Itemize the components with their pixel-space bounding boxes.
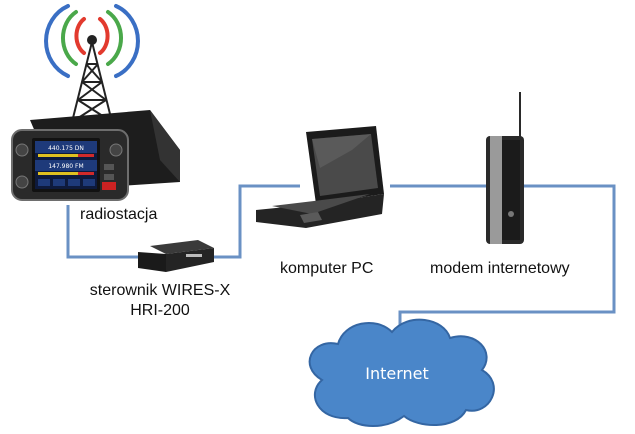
modem-label: modem internetowy: [430, 260, 570, 277]
controller-label-line1: sterownik WIRES-X: [89, 282, 231, 299]
radio-freq-bottom: 147.980 FM: [48, 163, 83, 170]
antenna-tower-icon: [71, 35, 113, 123]
line-radio-to-controller: [66, 205, 140, 259]
connection-lines: [66, 184, 616, 330]
radio-station-icon: 440.175 DN 147.980 FM: [11, 110, 180, 201]
laptop-icon: [256, 126, 384, 228]
radio-freq-top: 440.175 DN: [48, 145, 84, 152]
line-controller-to-pc: [212, 184, 300, 259]
line-modem-to-internet: [398, 184, 616, 330]
modem-icon: [486, 92, 524, 244]
internet-label: Internet: [365, 364, 429, 383]
controller-hri200-icon: [138, 240, 214, 272]
radio-station-label: radiostacja: [80, 206, 158, 223]
computer-label: komputer PC: [280, 260, 374, 277]
signal-waves-icon: [44, 4, 140, 78]
internet-cloud-icon: [308, 318, 495, 427]
controller-label-line2: HRI-200: [130, 302, 190, 319]
